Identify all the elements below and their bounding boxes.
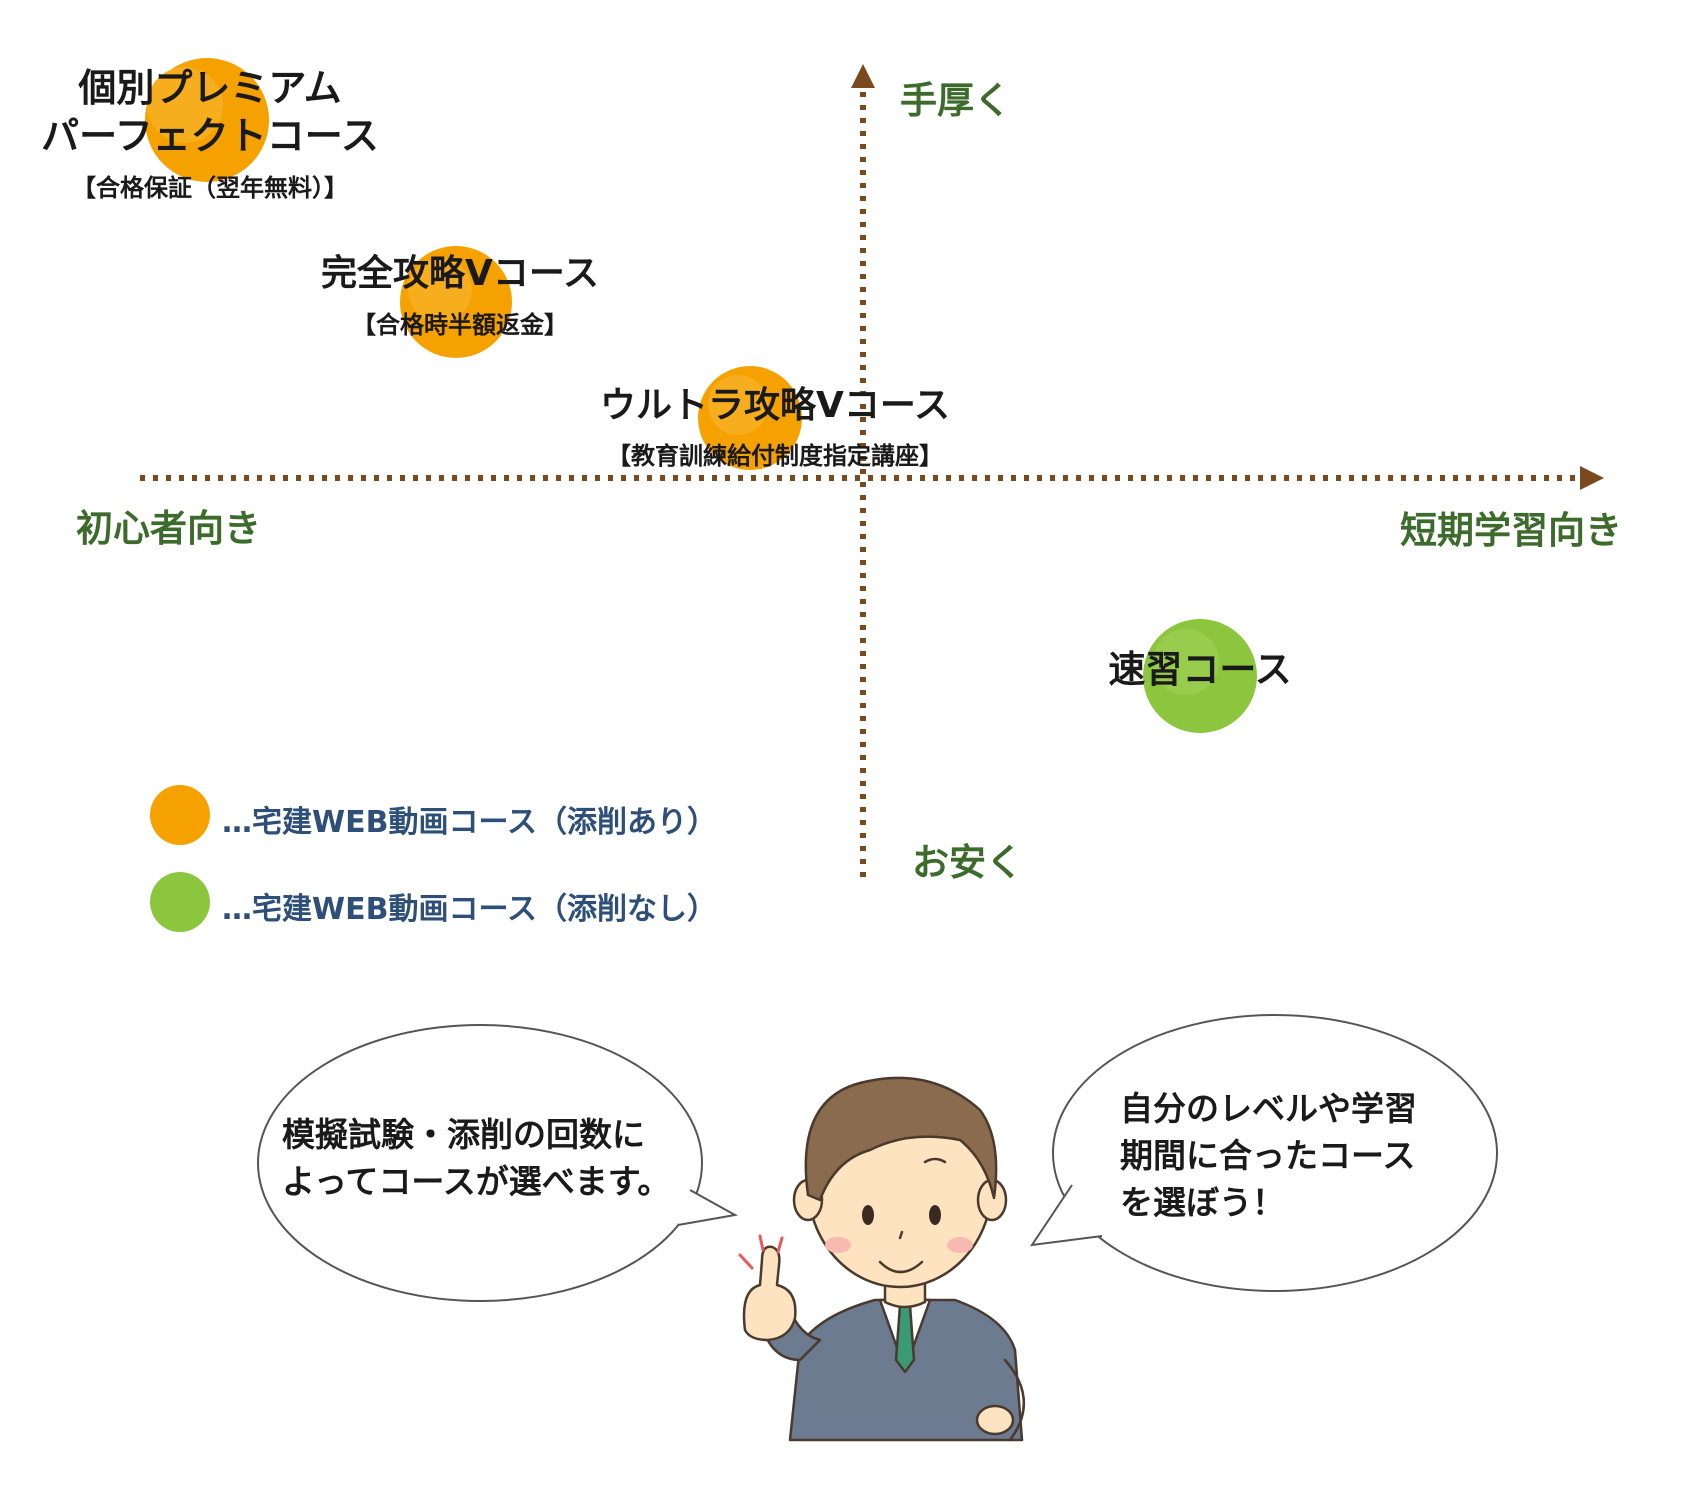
- speech-right-line2: 期間に合ったコース: [1120, 1135, 1416, 1175]
- axis-label-bottom: お安く: [912, 841, 1023, 884]
- course-label-sokushu: 速習コース: [1108, 648, 1292, 691]
- axis-label-left: 初心者向き: [76, 507, 261, 550]
- course-note-kanzen: 【合格時半額返金】: [352, 311, 568, 339]
- speech-right-line1: 自分のレベルや学習: [1120, 1089, 1417, 1128]
- legend-dot-orange: [150, 785, 210, 845]
- legend-dot-green: [150, 872, 210, 932]
- course-blob-premium: [145, 58, 269, 182]
- course-blob-kanzen: [400, 246, 512, 358]
- speech-bubble-right: [1029, 1014, 1498, 1292]
- legend-label-without-correction: …宅建WEB動画コース（添削なし）: [222, 892, 717, 927]
- speech-left-line2: よってコースが選べます。: [282, 1161, 671, 1201]
- course-label-ultra: ウルトラ攻略Vコース: [599, 385, 951, 426]
- course-note-ultra: 【教育訓練給付制度指定講座】: [607, 442, 943, 470]
- course-note-premium: 【合格保証（翌年無料）】: [72, 174, 348, 202]
- axis-label-top: 手厚く: [900, 79, 1011, 122]
- speech-text-right: 自分のレベルや学習 期間に合ったコース を選ぼう！: [1120, 1086, 1417, 1227]
- course-premium-line2: パーフェクトコース: [41, 113, 379, 158]
- speech-text-left: 模擬試験・添削の回数に よってコースが選べます。: [282, 1112, 670, 1206]
- course-blob-sokushu: [1143, 619, 1257, 733]
- vertical-axis: [851, 64, 875, 884]
- horizontal-axis: [140, 466, 1604, 490]
- legend-label-with-correction: …宅建WEB動画コース（添削あり）: [222, 805, 717, 840]
- businessman-illustration: [738, 1076, 1025, 1442]
- speech-bubble-left: [257, 1024, 738, 1302]
- course-label-premium: 個別プレミアム パーフェクトコース: [20, 65, 400, 160]
- course-blob-ultra: [698, 366, 802, 470]
- axis-label-right: 短期学習向き: [1400, 509, 1622, 552]
- speech-left-line1: 模擬試験・添削の回数に: [282, 1115, 645, 1154]
- speech-right-line3: を選ぼう！: [1120, 1182, 1285, 1222]
- course-label-kanzen: 完全攻略Vコース: [320, 253, 600, 294]
- course-premium-line1: 個別プレミアム: [78, 66, 342, 110]
